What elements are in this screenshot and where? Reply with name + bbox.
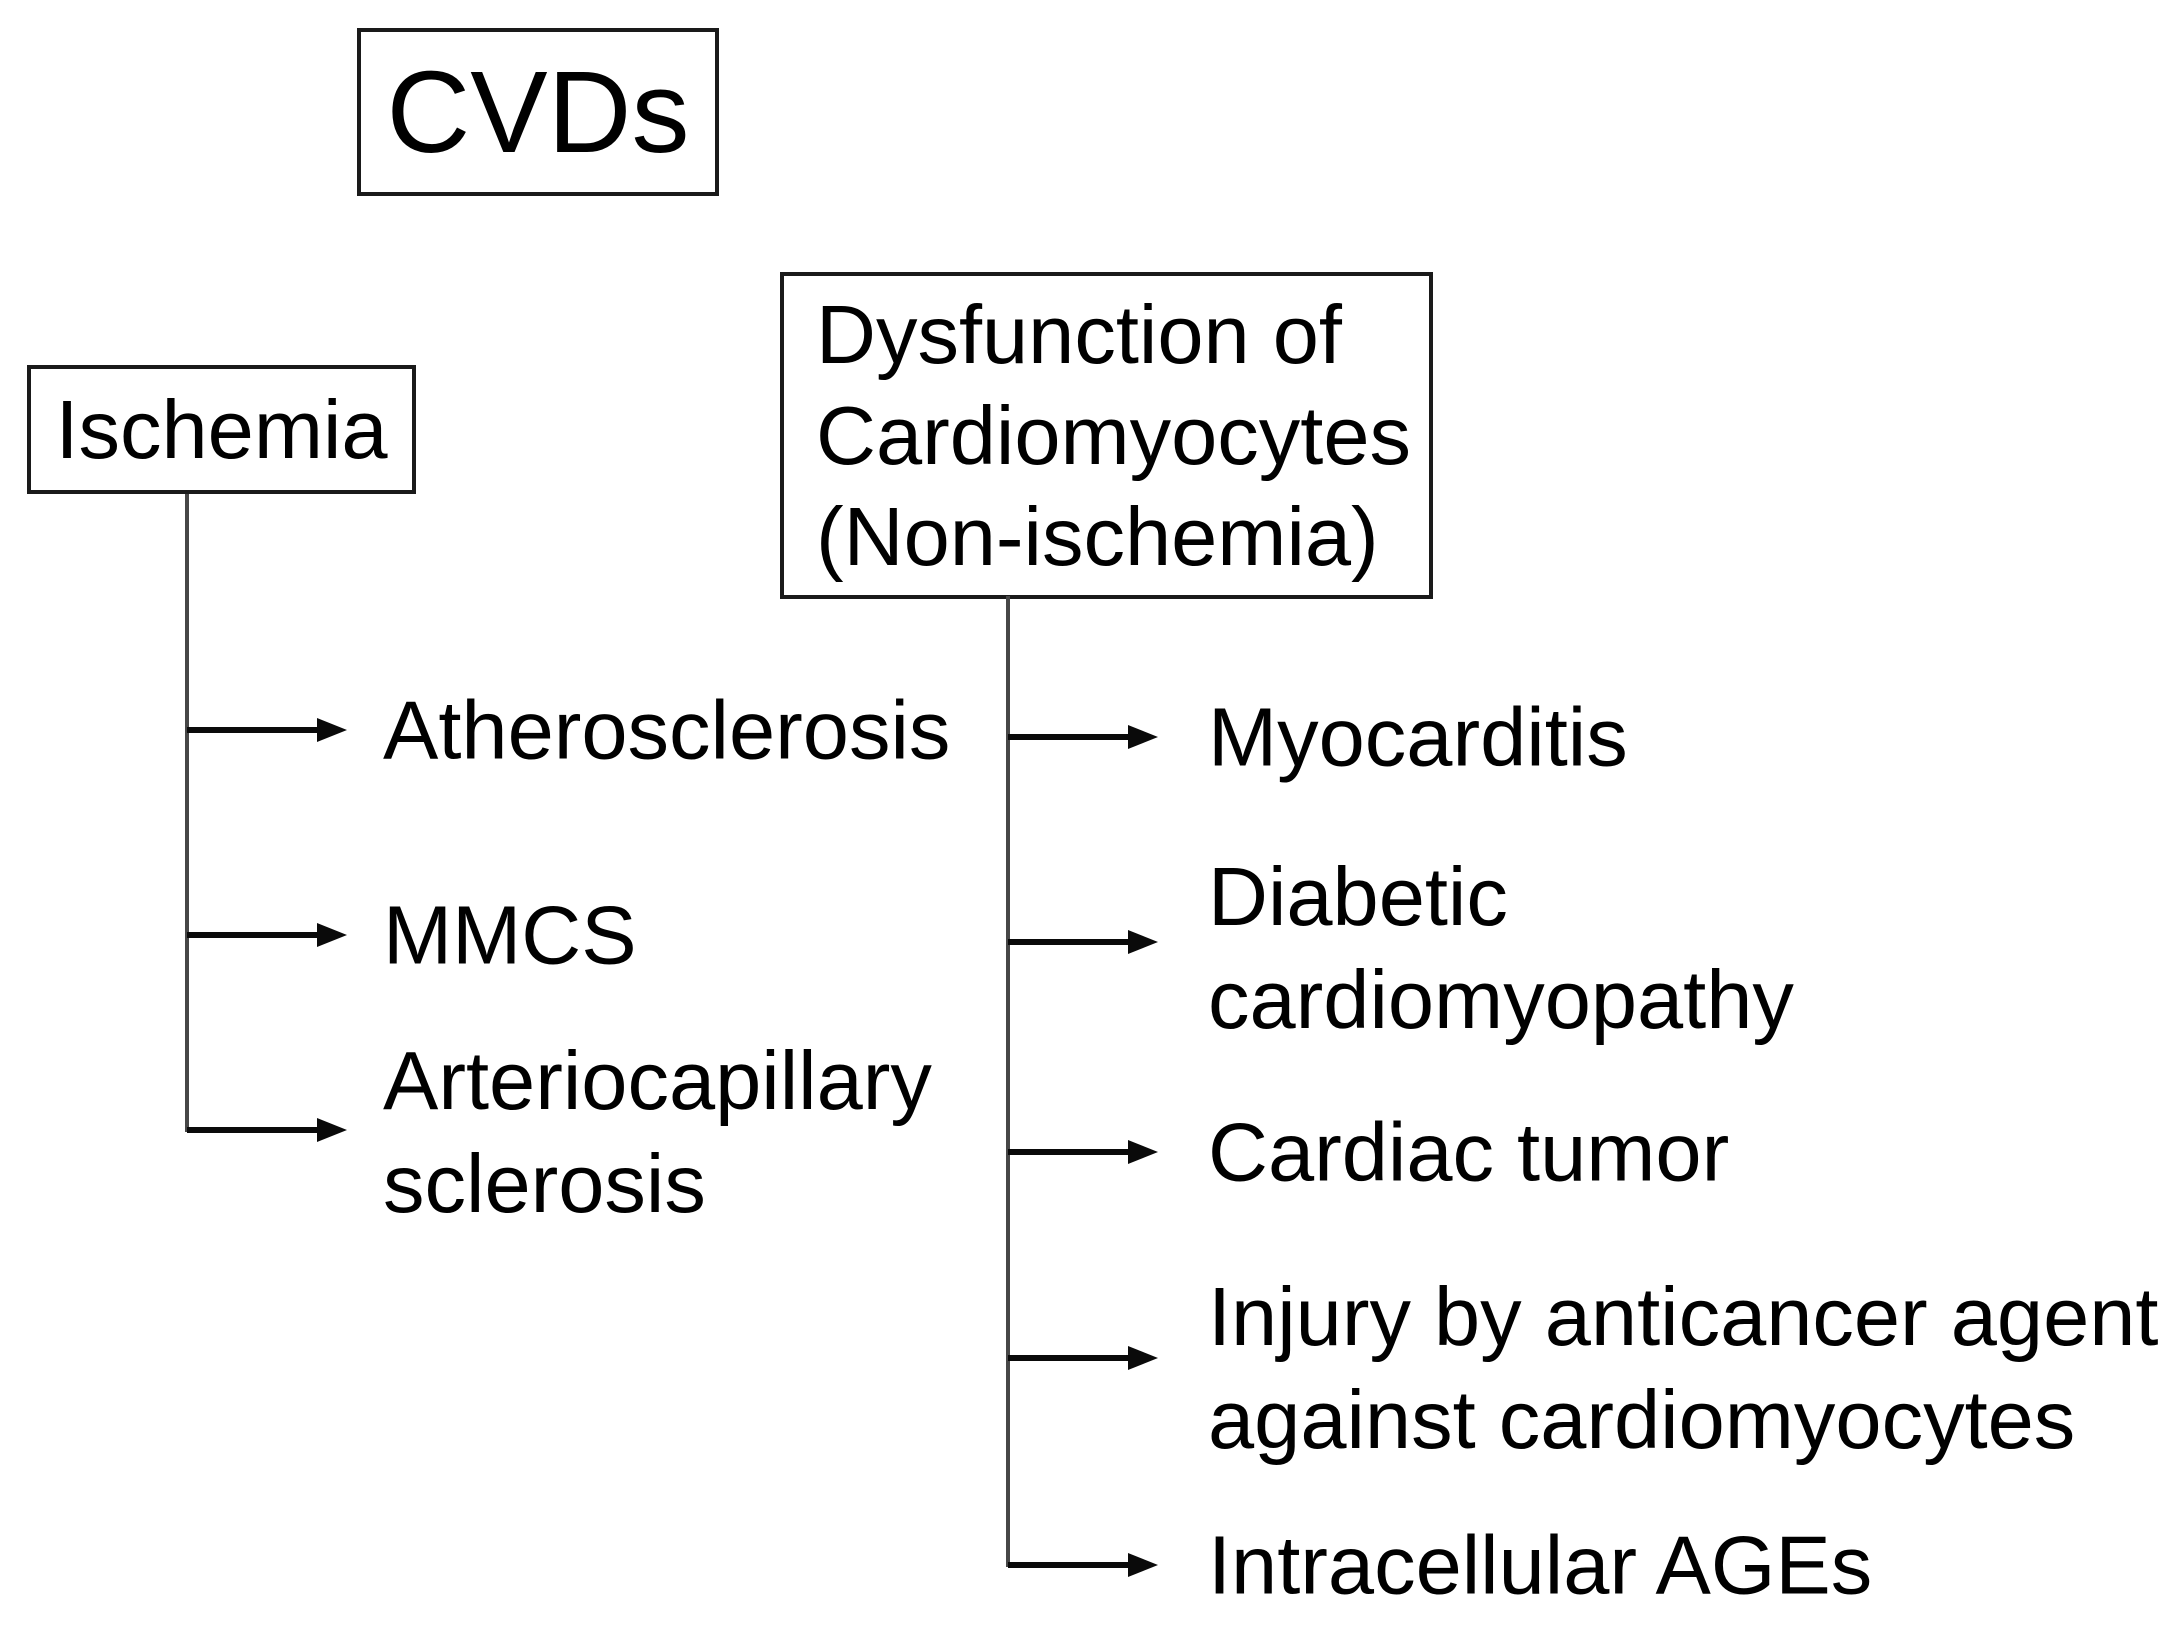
leaf-mmcs: MMCS [383, 888, 637, 982]
arrow-icon [1008, 725, 1158, 749]
arrow-head-icon [317, 1118, 347, 1142]
nonischemia-branch-connector-line [1006, 596, 1010, 1567]
leaf-diabetic-cardiomyopathy: Diabetic cardiomyopathy [1208, 850, 1794, 1046]
arrow-head-icon [317, 718, 347, 742]
arrow-head-icon [1128, 725, 1158, 749]
leaf-cardiac-tumor: Cardiac tumor [1208, 1105, 1730, 1199]
arrow-shaft [187, 1127, 317, 1133]
ischemia-branch-connector-line [185, 494, 189, 1132]
arrow-icon [1008, 1140, 1158, 1164]
arrow-icon [1008, 1346, 1158, 1370]
arrow-shaft [187, 727, 317, 733]
dysfunction-of-cardiomyocytes-box: Dysfunction of Cardiomyocytes (Non-ische… [780, 272, 1433, 599]
ischemia-label: Ischemia [55, 383, 388, 476]
leaf-myocarditis: Myocarditis [1208, 690, 1628, 784]
arrow-head-icon [1128, 1346, 1158, 1370]
arrow-shaft [1008, 939, 1128, 945]
arrow-shaft [187, 932, 317, 938]
leaf-intracellular-ages: Intracellular AGEs [1208, 1518, 1873, 1612]
arrow-shaft [1008, 1149, 1128, 1155]
arrow-head-icon [1128, 1140, 1158, 1164]
arrow-shaft [1008, 1355, 1128, 1361]
arrow-head-icon [317, 923, 347, 947]
dysfunction-of-cardiomyocytes-label: Dysfunction of Cardiomyocytes (Non-ische… [816, 288, 1412, 583]
cvds-box: CVDs [357, 28, 719, 196]
leaf-arteriocapillary-sclerosis: Arteriocapillary sclerosis [383, 1034, 932, 1230]
arrow-icon [187, 1118, 347, 1142]
leaf-injury-by-anticancer-agent: Injury by anticancer agent against cardi… [1208, 1270, 2159, 1466]
arrow-head-icon [1128, 1553, 1158, 1577]
arrow-head-icon [1128, 930, 1158, 954]
arrow-shaft [1008, 734, 1128, 740]
cvds-label: CVDs [386, 47, 690, 177]
arrow-icon [1008, 930, 1158, 954]
arrow-shaft [1008, 1562, 1128, 1568]
leaf-atherosclerosis: Atherosclerosis [383, 683, 951, 777]
arrow-icon [187, 923, 347, 947]
ischemia-box: Ischemia [27, 365, 416, 494]
arrow-icon [1008, 1553, 1158, 1577]
arrow-icon [187, 718, 347, 742]
